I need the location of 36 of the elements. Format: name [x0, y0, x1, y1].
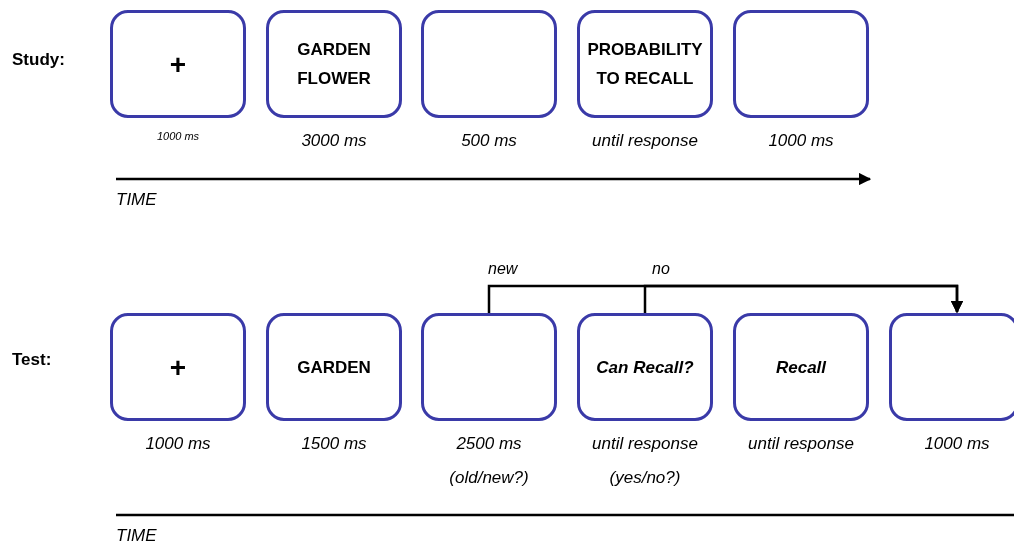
screen-text: GARDEN FLOWER	[296, 39, 372, 90]
blank-screen-box	[889, 313, 1014, 421]
screen-text: Recall	[775, 356, 827, 379]
screen-box	[110, 313, 246, 421]
blank-screen-box	[421, 313, 557, 421]
screen-box	[266, 10, 402, 118]
screen-text: PROBABILITY TO RECALL	[586, 39, 704, 90]
duration-text: (old/new?)	[448, 467, 530, 489]
duration-text: 2500 ms	[455, 433, 523, 455]
screen-box	[733, 313, 869, 421]
duration-text: 1000 ms	[767, 130, 835, 152]
screen-box	[577, 10, 713, 118]
duration-text: 1500 ms	[300, 433, 368, 455]
screen-text: Can Recall?	[596, 356, 694, 379]
fixation-cross: +	[169, 49, 187, 79]
duration-text: until response	[591, 433, 699, 455]
axis-label: TIME	[116, 526, 157, 546]
fixation-cross: +	[169, 352, 187, 382]
screen-box	[110, 10, 246, 118]
axis-label: TIME	[116, 190, 157, 210]
connector-arrow	[643, 284, 964, 314]
duration-text: 1000 ms	[923, 433, 991, 455]
row-label: Study:	[12, 50, 65, 70]
duration-text: 500 ms	[460, 130, 518, 152]
screen-box	[266, 313, 402, 421]
row-label: Test:	[12, 350, 52, 370]
duration-text: (yes/no?)	[608, 467, 682, 489]
duration-text: until response	[591, 130, 699, 152]
blank-screen-box	[733, 10, 869, 118]
duration-text: 1000 ms	[144, 433, 212, 455]
blank-screen-box	[421, 10, 557, 118]
screen-box	[577, 313, 713, 421]
duration-text: 1000 ms	[155, 129, 201, 144]
screen-text: GARDEN	[297, 356, 371, 379]
duration-text: until response	[747, 433, 855, 455]
duration-text: 3000 ms	[300, 130, 368, 152]
